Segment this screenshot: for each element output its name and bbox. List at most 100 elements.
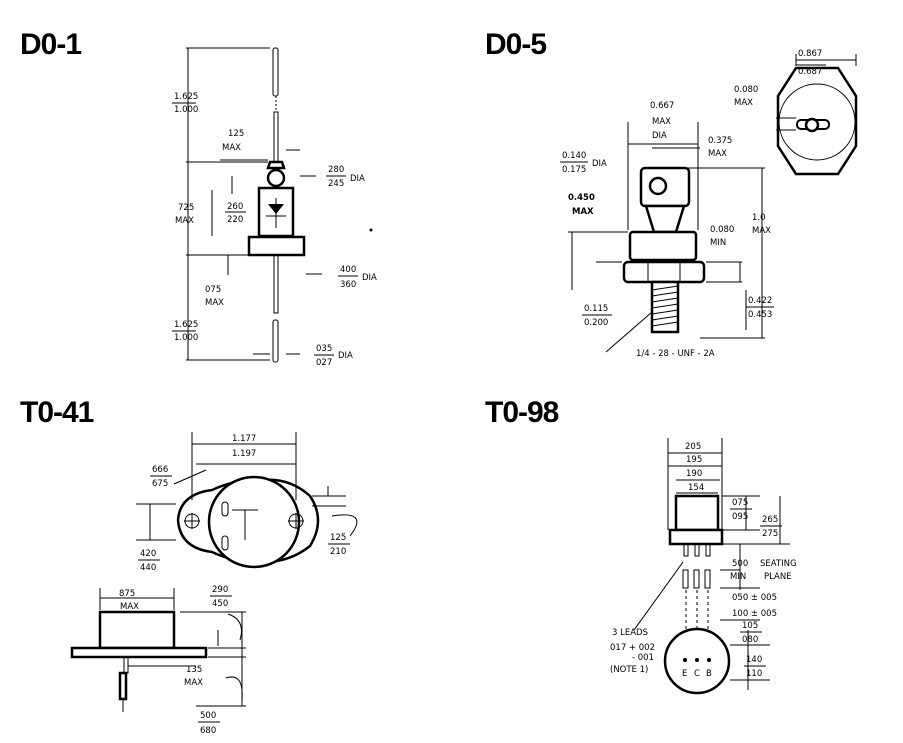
to41-dim-lead-1: 500 [200, 711, 216, 721]
to41-dim-body-h-2: 450 [212, 599, 228, 609]
to98-drawing: E C B 205 195 190 154 [610, 438, 797, 695]
do5-dim-term-1: 0.375 [708, 136, 732, 146]
do5-dim-thread-len-1: 0.115 [584, 304, 608, 314]
to98-pin-b: B [706, 669, 712, 679]
to41-side-body [98, 610, 176, 650]
do1-dim-body-len-2: MAX [175, 216, 194, 226]
to98-lead-b [704, 569, 711, 589]
to98-leads-3: - 001 [632, 653, 654, 663]
to98-pin-c: C [694, 669, 700, 679]
do5-dim-thread: 1/4 - 28 - UNF - 2A [636, 349, 715, 359]
do5-dim-body-2: MAX [652, 117, 671, 127]
do1-dim-body-w-1: 260 [227, 202, 243, 212]
to98-dim-cap-1: 075 [732, 498, 748, 508]
to41-dim-hole-2: 675 [152, 479, 168, 489]
do1-dim-base-dia-1: 400 [340, 265, 356, 275]
do1-dim-base-dia-label: DIA [362, 273, 377, 283]
do1-base [247, 235, 306, 257]
title-to41: T0-41 [20, 396, 94, 429]
to98-seat-2: SEATING [760, 559, 797, 569]
do5-dim-term-len-2: MAX [572, 207, 594, 217]
do1-dim-lead-dia-2: 027 [316, 358, 332, 368]
to41-side-flange [70, 646, 208, 659]
to41-can [207, 475, 301, 569]
do1-top-lead [273, 111, 279, 163]
do5-dim-hex-2: 0.687 [798, 67, 822, 77]
to41-dim-pin-1: 135 [186, 665, 202, 675]
do1-dim-cap-1: 280 [328, 165, 344, 175]
to98-dim-body-2: 275 [762, 529, 778, 539]
do5-drawing: 0.867 0.687 0.080 MAX [560, 49, 858, 359]
to98-seat-1: 500 [732, 559, 748, 569]
do1-dim-shoulder-1: 125 [228, 129, 244, 139]
to98-pitch-2: 100 ± 005 [732, 609, 777, 619]
do5-dim-hole-2: 0.175 [562, 165, 586, 175]
to98-pitch-1: 050 ± 005 [732, 593, 777, 603]
to98-lead-c [693, 569, 700, 589]
do1-dim-lead-bot-2: 1.000 [174, 333, 198, 343]
do5-dim-flange-2: MIN [710, 238, 726, 248]
to41-dim-pin-2: MAX [184, 678, 203, 688]
do1-top-lead-segment [272, 47, 279, 97]
do1-dim-body-w-2: 220 [227, 215, 243, 225]
title-to98: T0-98 [485, 396, 559, 429]
do1-dim-lead-bot-1: 1.625 [174, 320, 198, 330]
do5-terminal-neck [644, 204, 686, 234]
to98-leads-4: (NOTE 1) [610, 665, 648, 675]
do5-dim-term-len-1: 0.450 [568, 193, 595, 203]
to98-dim-4: 154 [688, 483, 704, 493]
do1-dim-base-len-2: MAX [205, 298, 224, 308]
do5-dim-term-2: MAX [708, 149, 727, 159]
to98-seat-3: MIN [730, 572, 746, 582]
do1-dim-cap-2: 245 [328, 179, 344, 189]
do5-dim-hex-1: 0.867 [798, 49, 822, 59]
do1-bottom-lead [273, 254, 279, 314]
do1-dim-lead-dia-1: 035 [316, 344, 332, 354]
do1-dim-shoulder-2: MAX [222, 143, 241, 153]
do1-shoulder [266, 160, 286, 170]
to98-dim-2: 195 [686, 455, 702, 465]
to98-dim-body-1: 265 [762, 515, 778, 525]
do5-dim-stud-1: 0.422 [748, 296, 772, 306]
do5-dim-hole-dia: DIA [592, 159, 607, 169]
do5-dim-body-1: 0.667 [650, 101, 674, 111]
do1-dim-base-dia-2: 360 [340, 280, 356, 290]
to98-lead-base-1: 140 [746, 655, 762, 665]
do1-dim-lead-dia-label: DIA [338, 351, 353, 361]
to41-dim-hole-1: 666 [152, 465, 168, 475]
to41-dim-pin-off-2: 210 [330, 547, 346, 557]
do5-hex-flange [622, 260, 706, 284]
to98-leads-1: 3 LEADS [612, 628, 648, 638]
do5-terminal-hole [648, 176, 668, 196]
do5-dim-overall-1: 1.0 [752, 213, 766, 223]
to98-lead-base-2: 110 [746, 669, 762, 679]
to41-dim-body-w-1: 875 [119, 589, 135, 599]
do1-dim-body-len-1: 725 [178, 203, 194, 213]
to41-dim-body-h-1: 290 [212, 585, 228, 595]
to41-dim-span-2: 1.197 [232, 449, 256, 459]
do1-dim-cap-dia: DIA [350, 174, 365, 184]
to98-leads-2: 017 + 002 [610, 643, 655, 653]
do1-bottom-lead-segment [272, 319, 279, 363]
to98-pin-e: E [682, 669, 687, 679]
do5-body [628, 230, 698, 262]
do1-dim-base-len-1: 075 [205, 285, 221, 295]
do5-dim-overall-2: MAX [752, 226, 771, 236]
to41-drawing: 1.177 1.197 666 675 420 440 125 210 [70, 432, 358, 736]
to41-dim-span-1: 1.177 [232, 434, 256, 444]
to41-side-stud [118, 671, 128, 701]
title-do5: D0-5 [485, 28, 547, 61]
to98-seat-4: PLANE [764, 572, 792, 582]
to41-dim-pin-off-1: 125 [330, 533, 346, 543]
to98-lead-off-1: 105 [742, 621, 758, 631]
to98-dim-1: 205 [685, 442, 701, 452]
to98-dim-cap-2: 095 [732, 512, 748, 522]
do5-dim-thread-len-2: 0.200 [584, 318, 608, 328]
title-do1: D0-1 [20, 28, 82, 61]
do1-cap [266, 168, 286, 188]
do5-dim-body-3: DIA [652, 131, 667, 141]
to41-dim-lead-2: 680 [200, 726, 216, 736]
do5-dim-flange-1: 0.080 [710, 225, 734, 235]
